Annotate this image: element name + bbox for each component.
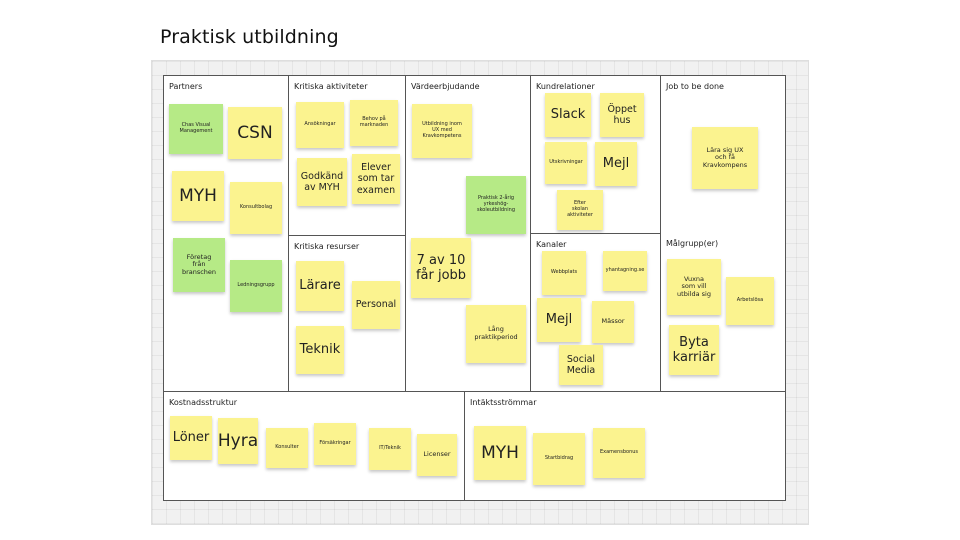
section-label-kundrelationer: Kundrelationer xyxy=(536,82,595,91)
sticky-note[interactable]: Lärare xyxy=(296,261,344,311)
sticky-note[interactable]: Ansökningar xyxy=(296,102,344,148)
sticky-note[interactable]: Företag från branschen xyxy=(173,238,225,292)
sticky-note[interactable]: Teknik xyxy=(296,326,344,374)
sticky-note[interactable]: Mejl xyxy=(595,142,637,186)
sticky-note[interactable]: Byta karriär xyxy=(669,325,719,375)
sticky-note[interactable]: Lära sig UX och få Kravkompens xyxy=(692,127,758,189)
sticky-note[interactable]: Chas Visual Management xyxy=(169,104,223,154)
sticky-note[interactable]: 7 av 10 får jobb xyxy=(411,238,471,298)
sticky-note[interactable]: Licenser xyxy=(417,434,457,476)
sticky-note[interactable]: CSN xyxy=(228,107,282,159)
sticky-note[interactable]: Lång praktikperiod xyxy=(466,305,526,363)
section-label-vardeerbjudande: Värdeerbjudande xyxy=(411,82,480,91)
sticky-note[interactable]: Startbidrag xyxy=(533,433,585,485)
section-label-kanaler: Kanaler xyxy=(536,240,567,249)
sticky-note[interactable]: Konsulter xyxy=(266,428,308,468)
sticky-note[interactable]: Utskrivningar xyxy=(545,142,587,184)
page-title: Praktisk utbildning xyxy=(160,26,339,48)
sticky-note[interactable]: Behov på marknaden xyxy=(350,100,398,146)
sticky-note[interactable]: Utbildning inom UX med Kravkompetens xyxy=(412,104,472,158)
sticky-note[interactable]: Social Media xyxy=(559,345,603,385)
section-label-kritiska-resurser: Kritiska resurser xyxy=(294,242,360,251)
sticky-note[interactable]: Godkänd av MYH xyxy=(297,158,347,206)
sticky-note[interactable]: Elever som tar examen xyxy=(352,154,400,204)
section-label-intaktsstrommar: Intäktsströmmar xyxy=(470,398,537,407)
sticky-note[interactable]: Mässor xyxy=(592,301,634,343)
section-label-kostnadsstruktur: Kostnadsstruktur xyxy=(169,398,238,407)
section-label-partners: Partners xyxy=(169,82,203,91)
sticky-note[interactable]: Praktisk 2-årig yrkeshög- skoleutbildnin… xyxy=(466,176,526,234)
sticky-note[interactable]: Hyra xyxy=(218,418,258,464)
section-label-job-to-be-done: Job to be done xyxy=(666,82,724,91)
sticky-note[interactable]: Mejl xyxy=(537,298,581,342)
sticky-note[interactable]: Webbplats xyxy=(542,251,586,295)
sticky-note[interactable]: Konsultbolag xyxy=(230,182,282,234)
sticky-note[interactable]: MYH xyxy=(172,171,224,221)
sticky-note[interactable]: Försäkringar xyxy=(314,423,356,465)
sticky-note[interactable]: Vuxna som vill utbilda sig xyxy=(667,259,721,315)
sticky-note[interactable]: MYH xyxy=(474,426,526,480)
sticky-note[interactable]: Personal xyxy=(352,281,400,329)
sticky-note[interactable]: Öppet hus xyxy=(600,93,644,137)
sticky-note[interactable]: Arbetslösa xyxy=(726,277,774,325)
section-label-malgrupper: Målgrupp(er) xyxy=(666,239,719,248)
sticky-note[interactable]: IT/Teknik xyxy=(369,428,411,470)
sticky-note[interactable]: yhantagning.se xyxy=(603,251,647,291)
sticky-note[interactable]: Efter skolan aktiviteter xyxy=(557,190,603,230)
sticky-note[interactable]: Examensbonus xyxy=(593,428,645,478)
section-label-kritiska-aktiviteter: Kritiska aktiviteter xyxy=(294,82,368,91)
sticky-note[interactable]: Löner xyxy=(170,416,212,460)
sticky-note[interactable]: Slack xyxy=(545,93,591,137)
sticky-note[interactable]: Ledningsgrupp xyxy=(230,260,282,312)
